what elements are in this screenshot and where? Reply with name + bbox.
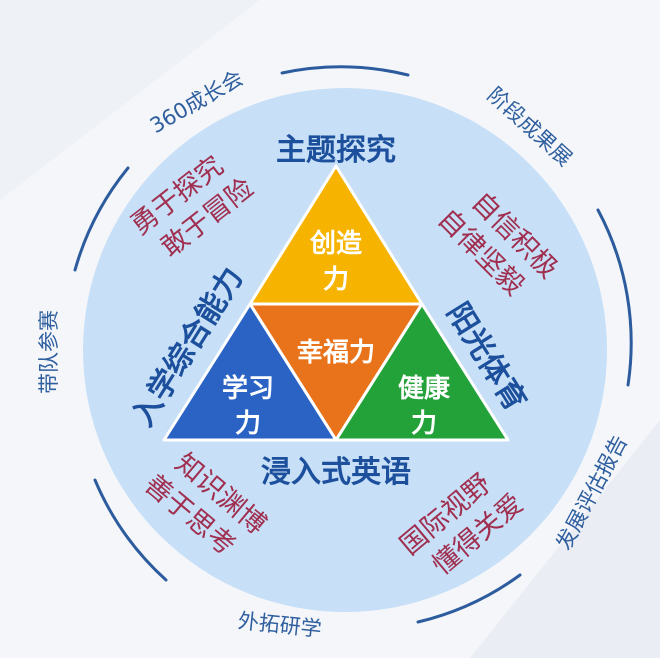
background-facet [0, 0, 260, 200]
ring-arc [93, 478, 168, 582]
learning-label: 学习 [222, 373, 274, 404]
health-label-2: 力 [411, 409, 437, 439]
ring-arc [280, 65, 410, 77]
side-label-bottom: 浸入式英语 [261, 455, 411, 490]
side-label-top: 主题探究 [276, 133, 396, 168]
ring-arc [416, 573, 522, 624]
learning-section [162, 302, 338, 442]
outer-ring-arcs [73, 65, 633, 624]
background-facet [470, 420, 660, 658]
ring-arc [73, 166, 130, 272]
happiness-label: 幸福力 [297, 338, 375, 368]
outer-label-left: 带队参赛 [37, 310, 61, 394]
ring-arc [596, 208, 633, 387]
learning-label-2: 力 [235, 409, 261, 439]
creativity-label: 创造 [309, 229, 362, 259]
pyramid [162, 164, 510, 442]
creativity-label-2: 力 [323, 265, 349, 295]
health-section [334, 302, 510, 442]
health-label: 健康 [398, 373, 451, 404]
outer-label-bottom: 外拓研学 [237, 609, 323, 642]
